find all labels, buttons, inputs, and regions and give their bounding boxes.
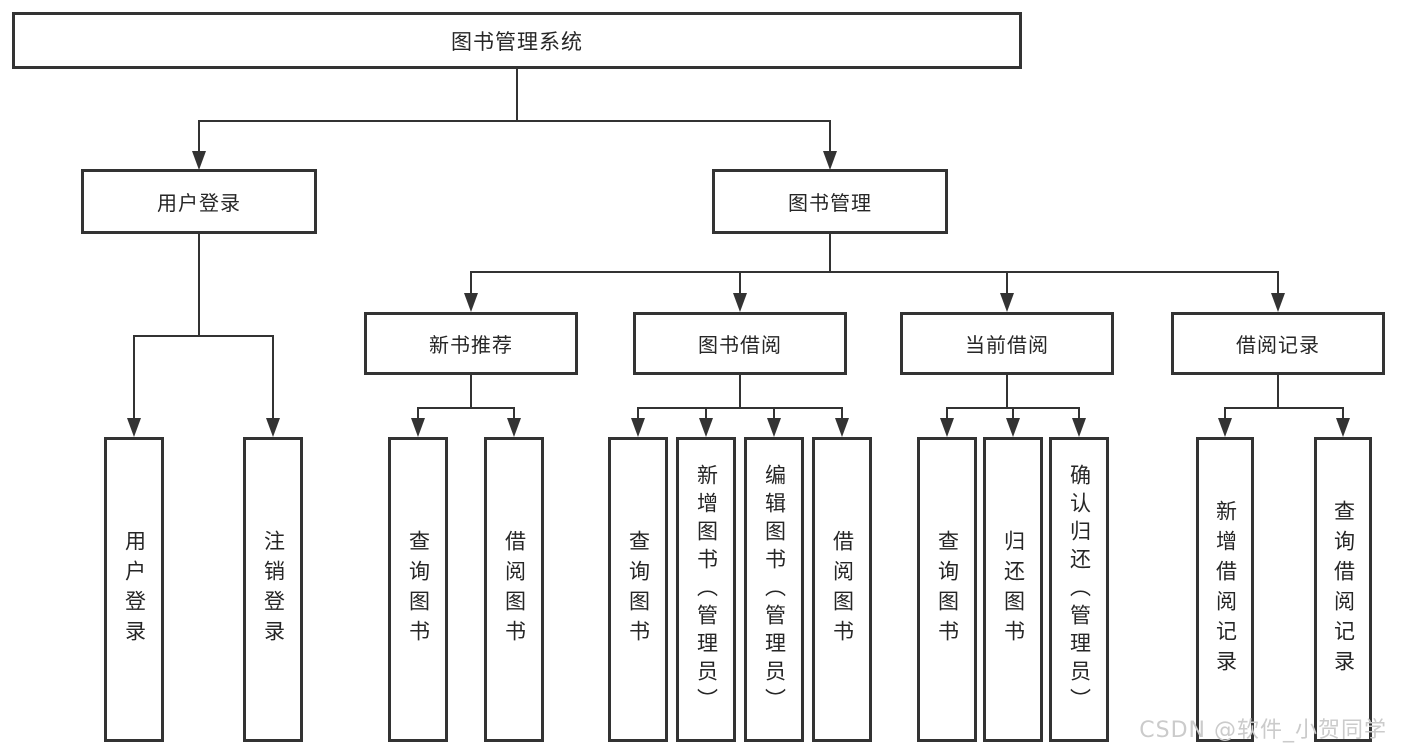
node-nb-search-book: 查询图书 [388, 437, 448, 742]
node-bb-borrow-book: 借阅图书 [812, 437, 872, 742]
node-book-management: 图书管理 [712, 169, 948, 234]
node-cb-return-book: 归还图书 [983, 437, 1043, 742]
node-bb-edit-book-admin-label: 编辑图书（管理员） [762, 463, 787, 716]
node-login-action-label: 用户登录 [122, 529, 147, 650]
node-bb-borrow-book-label: 借阅图书 [830, 529, 855, 650]
node-login-action: 用户登录 [104, 437, 164, 742]
edge-borrow-to-leaves [631, 375, 849, 437]
node-user-login: 用户登录 [81, 169, 317, 234]
node-new-book-recommend-label: 新书推荐 [429, 333, 513, 357]
node-nb-borrow-book-label: 借阅图书 [502, 529, 527, 650]
edge-root-to-level2 [192, 69, 837, 170]
node-bb-add-book-admin-label: 新增图书（管理员） [694, 463, 719, 716]
edge-record-to-leaves [1218, 375, 1350, 437]
node-book-borrow: 图书借阅 [633, 312, 847, 375]
node-nb-search-book-label: 查询图书 [406, 529, 431, 650]
node-logout: 注销登录 [243, 437, 303, 742]
node-bb-search-book-label: 查询图书 [626, 529, 651, 650]
node-book-borrow-label: 图书借阅 [698, 333, 782, 357]
node-cb-search-book-label: 查询图书 [935, 529, 960, 650]
node-current-borrow: 当前借阅 [900, 312, 1114, 375]
node-bb-add-book-admin: 新增图书（管理员） [676, 437, 736, 742]
node-bb-search-book: 查询图书 [608, 437, 668, 742]
node-library-system: 图书管理系统 [12, 12, 1022, 69]
node-bb-edit-book-admin: 编辑图书（管理员） [744, 437, 804, 742]
node-cb-return-book-label: 归还图书 [1001, 529, 1026, 650]
node-cb-confirm-return-admin-label: 确认归还（管理员） [1067, 463, 1092, 716]
node-br-add-record-label: 新增借阅记录 [1213, 499, 1238, 680]
node-user-login-label: 用户登录 [157, 191, 241, 215]
node-borrow-record: 借阅记录 [1171, 312, 1385, 375]
node-borrow-record-label: 借阅记录 [1236, 333, 1320, 357]
node-nb-borrow-book: 借阅图书 [484, 437, 544, 742]
node-br-search-record-label: 查询借阅记录 [1331, 499, 1356, 680]
node-br-add-record: 新增借阅记录 [1196, 437, 1254, 742]
edge-current-to-leaves [940, 375, 1086, 437]
node-cb-confirm-return-admin: 确认归还（管理员） [1049, 437, 1109, 742]
node-new-book-recommend: 新书推荐 [364, 312, 578, 375]
edge-login-to-leaves [127, 234, 280, 437]
node-logout-label: 注销登录 [261, 529, 286, 650]
node-br-search-record: 查询借阅记录 [1314, 437, 1372, 742]
edge-newbook-to-leaves [411, 375, 521, 437]
edge-management-to-level3 [464, 234, 1285, 312]
node-cb-search-book: 查询图书 [917, 437, 977, 742]
csdn-watermark: CSDN @软件_小贺同学 [1139, 718, 1387, 743]
node-book-management-label: 图书管理 [788, 191, 872, 215]
node-current-borrow-label: 当前借阅 [965, 333, 1049, 357]
node-library-system-label: 图书管理系统 [451, 29, 583, 54]
